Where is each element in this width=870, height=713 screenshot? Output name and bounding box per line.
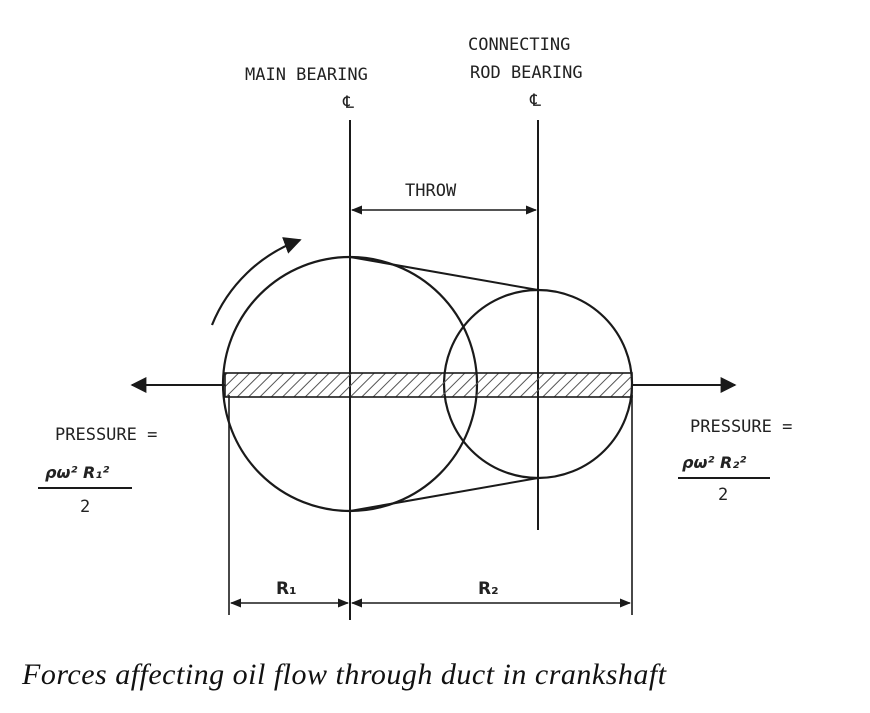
- label-rod-cl: ℄: [529, 91, 541, 111]
- label-r2: R₂: [478, 579, 499, 599]
- label-throw: THROW: [405, 181, 457, 201]
- label-pressure-right-num: ρω² R₂²: [682, 453, 746, 472]
- rotation-arrow: [210, 237, 302, 326]
- label-pressure-right-den: 2: [718, 485, 728, 505]
- label-pressure-left-den: 2: [80, 497, 90, 517]
- label-pressure-right: PRESSURE =: [690, 417, 792, 437]
- label-main-bearing: MAIN BEARING: [245, 65, 368, 85]
- lower-tangent-line: [349, 477, 539, 512]
- oil-duct: [224, 372, 633, 398]
- label-pressure-left: PRESSURE =: [55, 425, 157, 445]
- label-connecting: CONNECTING: [468, 35, 570, 55]
- upper-tangent-line: [349, 256, 539, 291]
- label-main-cl: ℄: [342, 93, 354, 113]
- figure-caption: Forces affecting oil flow through duct i…: [22, 658, 667, 691]
- label-rod-bearing: ROD BEARING: [470, 63, 583, 83]
- label-pressure-left-num: ρω² R₁²: [45, 463, 109, 482]
- label-r1: R₁: [276, 579, 297, 599]
